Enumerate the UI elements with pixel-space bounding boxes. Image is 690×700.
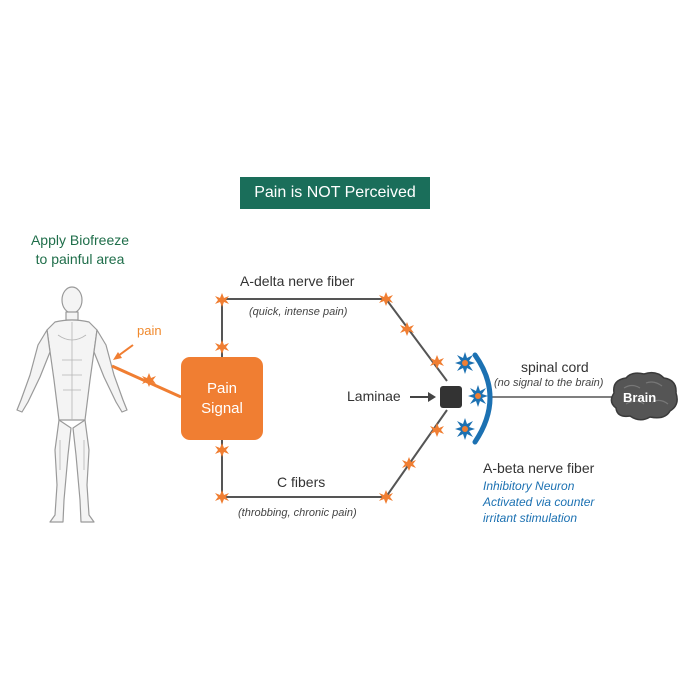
spinal-cord-desc: (no signal to the brain) bbox=[494, 377, 604, 389]
pain-spark-icon bbox=[379, 292, 393, 306]
pain-signal-path bbox=[111, 344, 182, 399]
pain-spark-markers bbox=[142, 292, 444, 504]
apply-biofreeze-text: Apply Biofreeze to painful area bbox=[10, 231, 150, 269]
pain-label: pain bbox=[137, 323, 162, 338]
pain-spark-icon bbox=[215, 443, 229, 457]
c-fibers-label: C fibers bbox=[277, 474, 326, 490]
pain-spark-icon bbox=[400, 322, 414, 336]
laminae-block bbox=[440, 386, 462, 408]
inhibitory-neuron-burst-icon bbox=[468, 385, 488, 407]
pain-spark-icon bbox=[379, 490, 393, 504]
inhibitory-neuron-burst-icon bbox=[455, 418, 475, 440]
spinal-cord-label: spinal cord bbox=[521, 359, 589, 375]
pain-spark-icon bbox=[215, 340, 229, 354]
inhibitory-neuron-arc bbox=[472, 352, 493, 445]
a-delta-desc: (quick, intense pain) bbox=[249, 306, 348, 318]
brain-label: Brain bbox=[623, 390, 657, 405]
pain-signal-box: Pain Signal bbox=[181, 357, 263, 440]
inhibitory-neuron-burst-icon bbox=[455, 352, 475, 374]
brain-icon bbox=[610, 371, 678, 421]
pain-signal-line-1: Pain bbox=[206, 379, 238, 397]
a-beta-line-1: Inhibitory Neuron bbox=[483, 479, 575, 493]
pain-signal-line-2: Signal bbox=[201, 399, 243, 417]
a-delta-label: A-delta nerve fiber bbox=[240, 273, 355, 289]
c-fibers-desc: (throbbing, chronic pain) bbox=[238, 507, 357, 519]
a-beta-label: A-beta nerve fiber bbox=[483, 460, 595, 476]
a-beta-line-3: irritant stimulation bbox=[483, 511, 578, 525]
apply-line-2: to painful area bbox=[35, 251, 125, 267]
nerve-fiber-paths bbox=[221, 298, 612, 498]
pain-spark-icon bbox=[215, 490, 229, 504]
pain-not-perceived-banner: Pain is NOT Perceived bbox=[240, 177, 430, 209]
pain-spark-icon bbox=[142, 373, 156, 387]
a-beta-line-2: Activated via counter bbox=[483, 495, 595, 509]
pain-spark-icon bbox=[430, 423, 444, 437]
human-body-figure bbox=[16, 286, 128, 523]
pain-spark-icon bbox=[430, 355, 444, 369]
pain-spark-icon bbox=[215, 293, 229, 307]
inhibitory-bursts bbox=[455, 352, 488, 440]
pain-spark-icon bbox=[402, 457, 416, 471]
laminae-arrow bbox=[410, 392, 436, 402]
laminae-label: Laminae bbox=[347, 388, 401, 404]
apply-line-1: Apply Biofreeze bbox=[30, 232, 130, 248]
